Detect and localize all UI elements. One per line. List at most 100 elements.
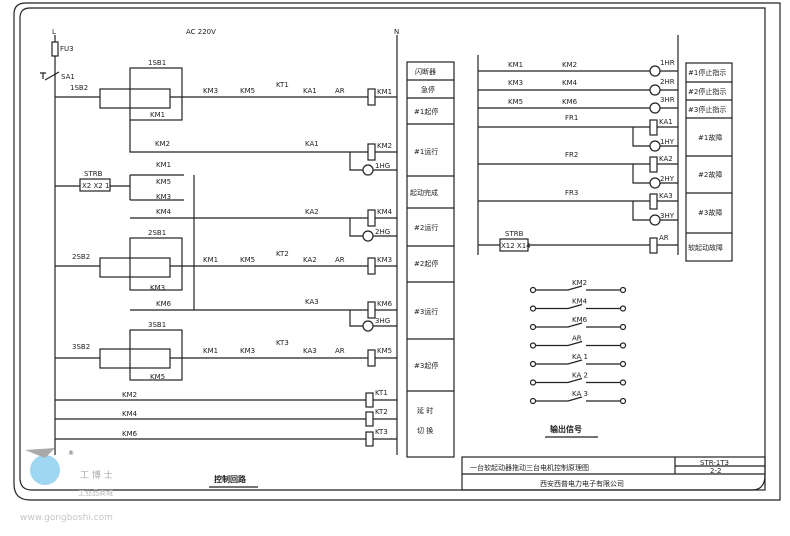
svg-text:#2起停: #2起停: [414, 259, 438, 268]
svg-text:#3运行: #3运行: [414, 307, 438, 316]
svg-text:KA3: KA3: [659, 192, 673, 200]
svg-text:KM4: KM4: [156, 208, 172, 216]
svg-text:AR: AR: [335, 87, 345, 95]
right-label-column: #1停止指示 #2停止指示 #3停止指示 #1故障 #2故障 #3故障 软起动故…: [685, 62, 733, 262]
svg-text:闪断器: 闪断器: [415, 67, 436, 76]
svg-text:®: ®: [68, 450, 74, 457]
svg-text:KM4: KM4: [377, 208, 393, 216]
svg-text:KM5: KM5: [156, 178, 171, 186]
fuse-label: FU3: [60, 45, 74, 53]
strb-right: STRB X12 X14 AR: [478, 230, 678, 254]
svg-text:#3故障: #3故障: [698, 208, 722, 217]
watermark-logo: ® 工 博 士 工业品商城 www.gongboshi.com: [20, 448, 113, 523]
svg-text:KA1: KA1: [659, 118, 673, 126]
svg-text:KT2: KT2: [375, 408, 388, 416]
svg-text:AR: AR: [659, 234, 669, 242]
output-signal-row: KA 2: [529, 372, 627, 386]
svg-text:KT3: KT3: [276, 339, 289, 347]
svg-text:2SB2: 2SB2: [72, 253, 90, 261]
svg-text:AR: AR: [335, 256, 345, 264]
svg-text:1SB2: 1SB2: [70, 84, 88, 92]
svg-text:KM5: KM5: [150, 373, 165, 381]
svg-text:KT1: KT1: [375, 389, 388, 397]
drawing-title: 一台软起动器拖动三台电机控制原理图: [470, 463, 589, 472]
svg-text:KT2: KT2: [276, 250, 289, 258]
svg-text:KM3: KM3: [377, 256, 392, 264]
drawing-page: 2-2: [710, 467, 721, 475]
svg-text:3HG: 3HG: [375, 317, 390, 325]
svg-text:AR: AR: [335, 347, 345, 355]
svg-text:KM6: KM6: [377, 300, 393, 308]
output-signal-label: KA 1: [572, 353, 588, 361]
svg-text:KM2: KM2: [562, 61, 577, 69]
company-name: 西安西普电力电子有限公司: [540, 479, 624, 488]
svg-text:切 换: 切 换: [417, 426, 433, 435]
row-km3: 2SB2 2SB1 KM3 KM1 KM5 KT2 KA2 AR KM3: [55, 229, 397, 292]
row-km2: KM2 KA1 KM2 1HG: [129, 120, 397, 176]
output-signal-label: AR: [572, 335, 582, 343]
svg-text:KM3: KM3: [156, 193, 171, 201]
svg-text:工业品商城: 工业品商城: [78, 488, 113, 497]
svg-text:KA3: KA3: [303, 347, 317, 355]
svg-text:FR2: FR2: [565, 151, 578, 159]
svg-text:2HR: 2HR: [660, 78, 675, 86]
svg-text:急停: 急停: [421, 85, 435, 94]
svg-text:#2停止指示: #2停止指示: [688, 87, 726, 96]
svg-text:KA2: KA2: [303, 256, 317, 264]
output-signal-label: KA 3: [572, 390, 588, 398]
svg-text:KM2: KM2: [377, 142, 392, 150]
supply-label: AC 220V: [186, 28, 216, 36]
output-signal-row: KA 3: [529, 390, 627, 405]
timer-rows: KM2 KM4 KM6 KT1 KT2 KT3: [55, 389, 397, 447]
svg-text:KM1: KM1: [150, 111, 165, 119]
svg-text:工 博 士: 工 博 士: [80, 469, 113, 481]
svg-text:#1故障: #1故障: [698, 133, 722, 142]
svg-text:STRB: STRB: [84, 170, 103, 178]
svg-text:1SB1: 1SB1: [148, 59, 166, 67]
svg-text:KM6: KM6: [156, 300, 172, 308]
output-signal-label: KM4: [572, 298, 588, 306]
row-km5: 3SB2 3SB1 KM5 KM1 KM3 KT3 KA3 AR KM5: [55, 321, 397, 381]
svg-text:KM1: KM1: [377, 88, 392, 96]
svg-text:1HR: 1HR: [660, 59, 675, 67]
inner-frame: [19, 7, 766, 491]
svg-text:KM5: KM5: [240, 256, 255, 264]
svg-text:#1起停: #1起停: [414, 107, 438, 116]
svg-text:KM5: KM5: [508, 98, 523, 106]
svg-text:KM5: KM5: [240, 87, 255, 95]
svg-text:2HG: 2HG: [375, 228, 390, 236]
svg-text:3HR: 3HR: [660, 96, 675, 104]
svg-text:KM1: KM1: [508, 61, 523, 69]
output-signal-label: KM6: [572, 316, 588, 324]
svg-text:2HY: 2HY: [660, 175, 675, 183]
svg-text:KA1: KA1: [303, 87, 317, 95]
svg-text:FR3: FR3: [565, 189, 578, 197]
svg-text:FR1: FR1: [565, 114, 578, 122]
output-signal-row: KM4: [529, 298, 627, 312]
svg-text:KM3: KM3: [508, 79, 523, 87]
output-signals-title: 输出信号: [550, 424, 582, 434]
output-signal-label: KM2: [572, 279, 587, 287]
svg-text:KA2: KA2: [659, 155, 673, 163]
svg-text:#2故障: #2故障: [698, 170, 722, 179]
row-km4: KM4 KA2 KM4 2HG: [130, 208, 397, 242]
svg-text:KM1: KM1: [156, 161, 171, 169]
svg-text:3HY: 3HY: [660, 212, 675, 220]
output-signal-row: KM2: [529, 279, 627, 294]
svg-text:KM4: KM4: [122, 410, 138, 418]
svg-text:2SB1: 2SB1: [148, 229, 166, 237]
svg-text:KM2: KM2: [155, 140, 170, 148]
svg-text:KM4: KM4: [562, 79, 578, 87]
svg-text:X12 X14: X12 X14: [501, 242, 531, 250]
svg-text:X2 X2 1: X2 X2 1: [82, 182, 109, 190]
svg-text:KM3: KM3: [240, 347, 255, 355]
phase-n-label: N: [394, 28, 399, 36]
svg-text:延 时: 延 时: [417, 406, 433, 415]
svg-text:3SB1: 3SB1: [148, 321, 166, 329]
phase-l-label: L: [52, 28, 56, 36]
svg-text:#2运行: #2运行: [414, 223, 438, 232]
svg-text:软起动故障: 软起动故障: [688, 243, 723, 252]
svg-text:KM1: KM1: [203, 347, 218, 355]
